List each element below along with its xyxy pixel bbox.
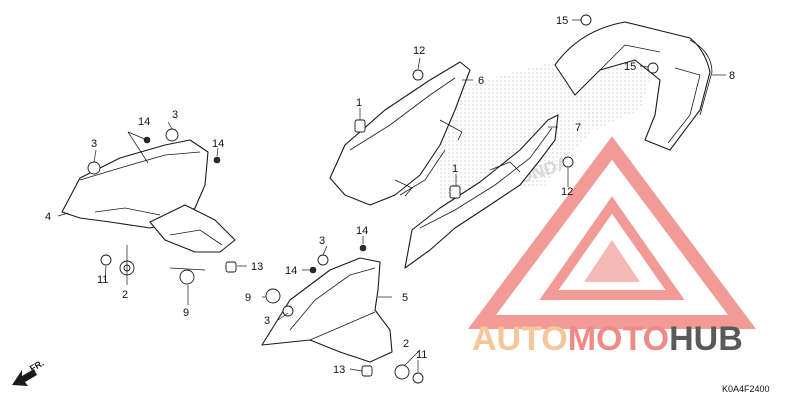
callout-13a: 13: [251, 261, 263, 273]
callout-12a: 12: [413, 45, 425, 57]
part-7-side-panel[interactable]: [404, 114, 559, 269]
part-8-rear-cover[interactable]: [554, 21, 713, 151]
callout-1a: 1: [356, 97, 362, 109]
callout-5: 5: [402, 292, 408, 304]
front-direction-indicator: FR.: [12, 358, 46, 386]
callout-12b: 12: [561, 186, 573, 198]
callout-14b: 14: [212, 138, 224, 150]
callout-7: 7: [575, 122, 581, 134]
part-5-lower-cover[interactable]: [261, 257, 393, 363]
front-direction-label: FR.: [28, 358, 46, 374]
front-arrow-icon: [12, 369, 37, 386]
callout-4: 4: [45, 211, 51, 223]
callout-2b: 2: [403, 338, 409, 350]
callout-14a: 14: [138, 116, 150, 128]
callout-6: 6: [478, 75, 484, 87]
callout-11b: 11: [416, 349, 427, 361]
callout-3c: 3: [319, 235, 325, 247]
watermark-moto: MOTO: [568, 320, 669, 358]
part-4-front-cover[interactable]: [61, 139, 236, 253]
callout-3d: 3: [264, 315, 270, 327]
callout-9a: 9: [183, 307, 189, 319]
callout-9b: 9: [245, 292, 251, 304]
callout-11a: 11: [97, 274, 108, 286]
svg-text:AUTOMOTOHUB: AUTOMOTOHUB: [472, 320, 743, 358]
callout-14d: 14: [285, 265, 297, 277]
watermark-text: AUTOMOTOHUB: [472, 320, 743, 358]
watermark-logo: [468, 136, 756, 329]
callout-8: 8: [729, 70, 735, 82]
callout-15b: 15: [624, 61, 636, 73]
callout-3b: 3: [91, 138, 97, 150]
callout-15a: 15: [556, 15, 568, 27]
callout-3a: 3: [172, 109, 178, 121]
callout-1b: 1: [452, 163, 458, 175]
callout-13b: 13: [333, 364, 345, 376]
watermark-auto: AUTO: [472, 320, 568, 358]
part-6-side-panel[interactable]: [329, 61, 471, 206]
leader-lines: [57, 19, 726, 372]
diagram-code: K0A4F2400: [722, 384, 770, 394]
callout-numbers: 1 1 2 2 3 3 3 3 4 5 6 7 8 9 9 11 11 12 1…: [45, 15, 735, 376]
watermark-hub: HUB: [669, 320, 743, 358]
callout-14c: 14: [356, 225, 368, 237]
callout-2a: 2: [122, 289, 128, 301]
